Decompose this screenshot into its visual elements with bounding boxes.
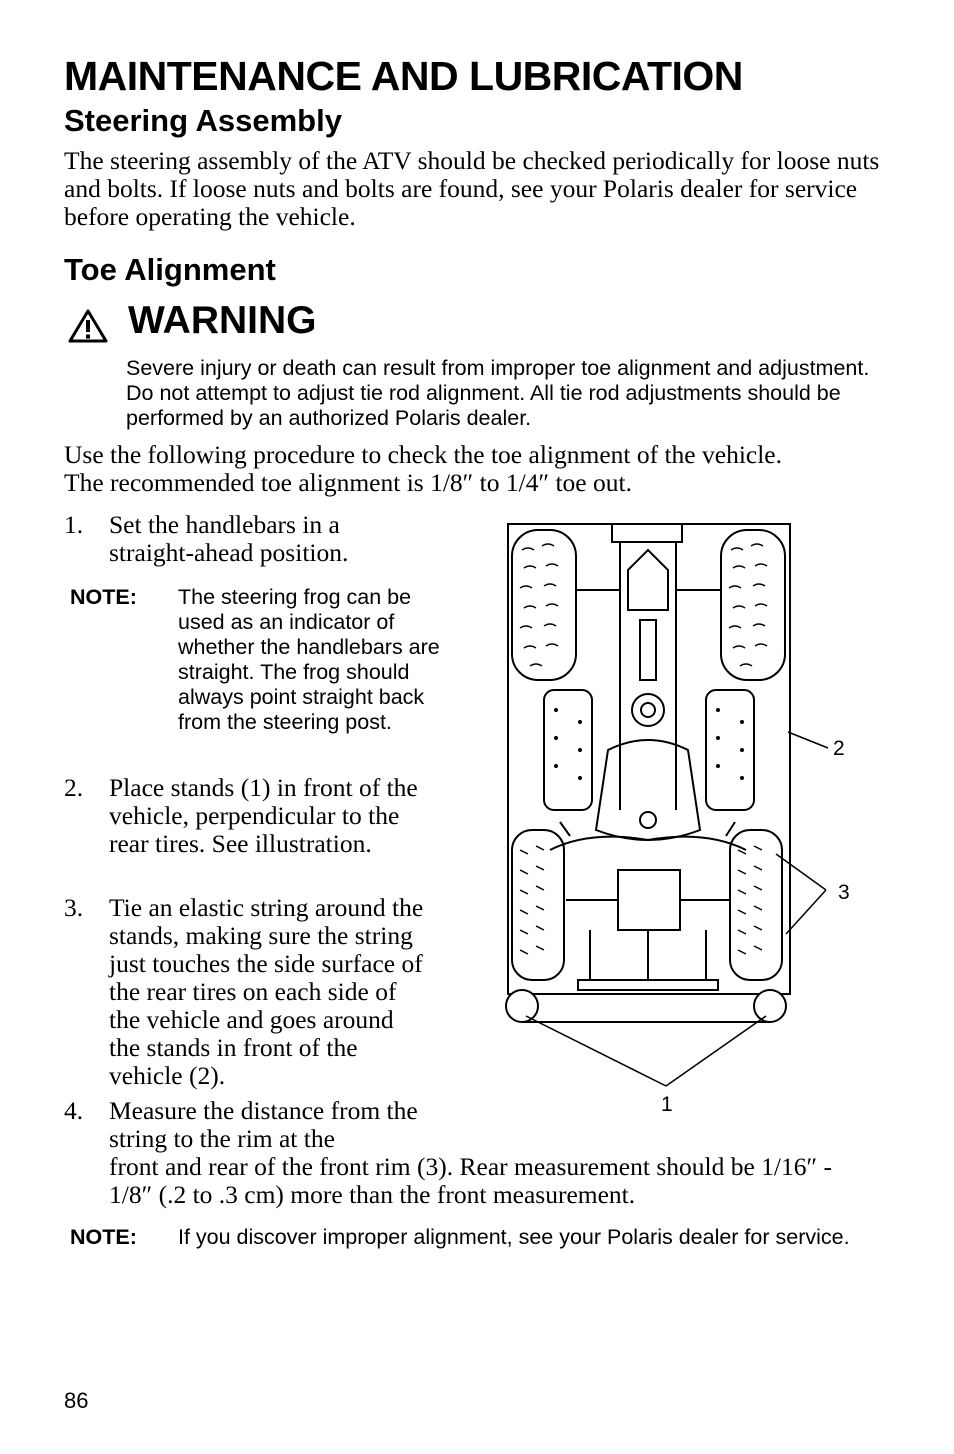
callout-2: 2: [833, 737, 845, 760]
step-2-number: 2.: [64, 773, 84, 802]
page-number: 86: [64, 1388, 89, 1413]
note-2-text: If you discover improper alignment, see …: [178, 1225, 850, 1249]
front-right-tire: [720, 529, 786, 681]
step-1-number: 1.: [64, 510, 84, 539]
section-title-steering: Steering Assembly: [64, 103, 342, 138]
warning-title: WARNING: [128, 299, 317, 342]
callout-3: 3: [838, 881, 850, 904]
warning-text: Severe injury or death can result from i…: [126, 356, 870, 430]
step-4-text-a: Measure the distance from the string to …: [109, 1096, 418, 1153]
section-title-toe: Toe Alignment: [64, 252, 276, 287]
front-left-tire: [511, 529, 577, 681]
step-3-number: 3.: [64, 893, 84, 922]
intro-line-2: The recommended toe alignment is 1/8″ to…: [64, 468, 632, 497]
page-title: MAINTENANCE AND LUBRICATION: [64, 53, 743, 99]
step-4-number: 4.: [64, 1096, 84, 1125]
note-1-label: NOTE:: [70, 585, 137, 609]
intro-line-1: Use the following procedure to check the…: [64, 440, 782, 469]
step-3-text: Tie an elastic string around the stands,…: [109, 893, 424, 1090]
step-2-text: Place stands (1) in front of the vehicle…: [109, 773, 418, 858]
step-4-text-b: front and rear of the front rim (3). Rea…: [109, 1152, 832, 1209]
note-2-label: NOTE:: [70, 1225, 137, 1249]
steering-body: The steering assembly of the ATV should …: [64, 146, 880, 231]
atv-toe-alignment-illustration: [505, 523, 829, 1087]
warning-triangle-icon: [68, 309, 108, 343]
callout-1: 1: [661, 1093, 673, 1116]
step-1-text: Set the handlebars in a straight-ahead p…: [109, 510, 349, 567]
note-1-text: The steering frog can be used as an indi…: [178, 585, 440, 734]
